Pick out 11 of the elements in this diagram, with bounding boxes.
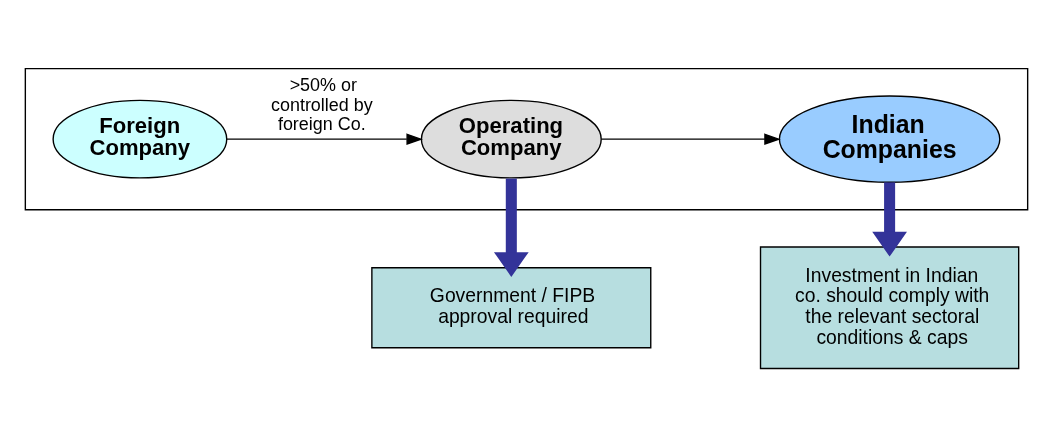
edge-label: >50% or controlled by foreign Co.	[271, 74, 373, 134]
node-ellipse: Foreign Company	[52, 99, 228, 179]
node-ellipse: Indian Companies	[778, 94, 1001, 183]
arrow	[872, 181, 907, 257]
arrow	[600, 132, 781, 145]
cluster	[24, 67, 1029, 210]
node-box: Investment in Indian co. should comply with the relevant sectoral conditions & caps	[759, 245, 1020, 369]
node-box: Government / FIPB approval required	[371, 266, 652, 348]
arrow	[226, 132, 423, 145]
arrow	[493, 178, 529, 277]
node-ellipse: Operating Company	[420, 99, 602, 179]
